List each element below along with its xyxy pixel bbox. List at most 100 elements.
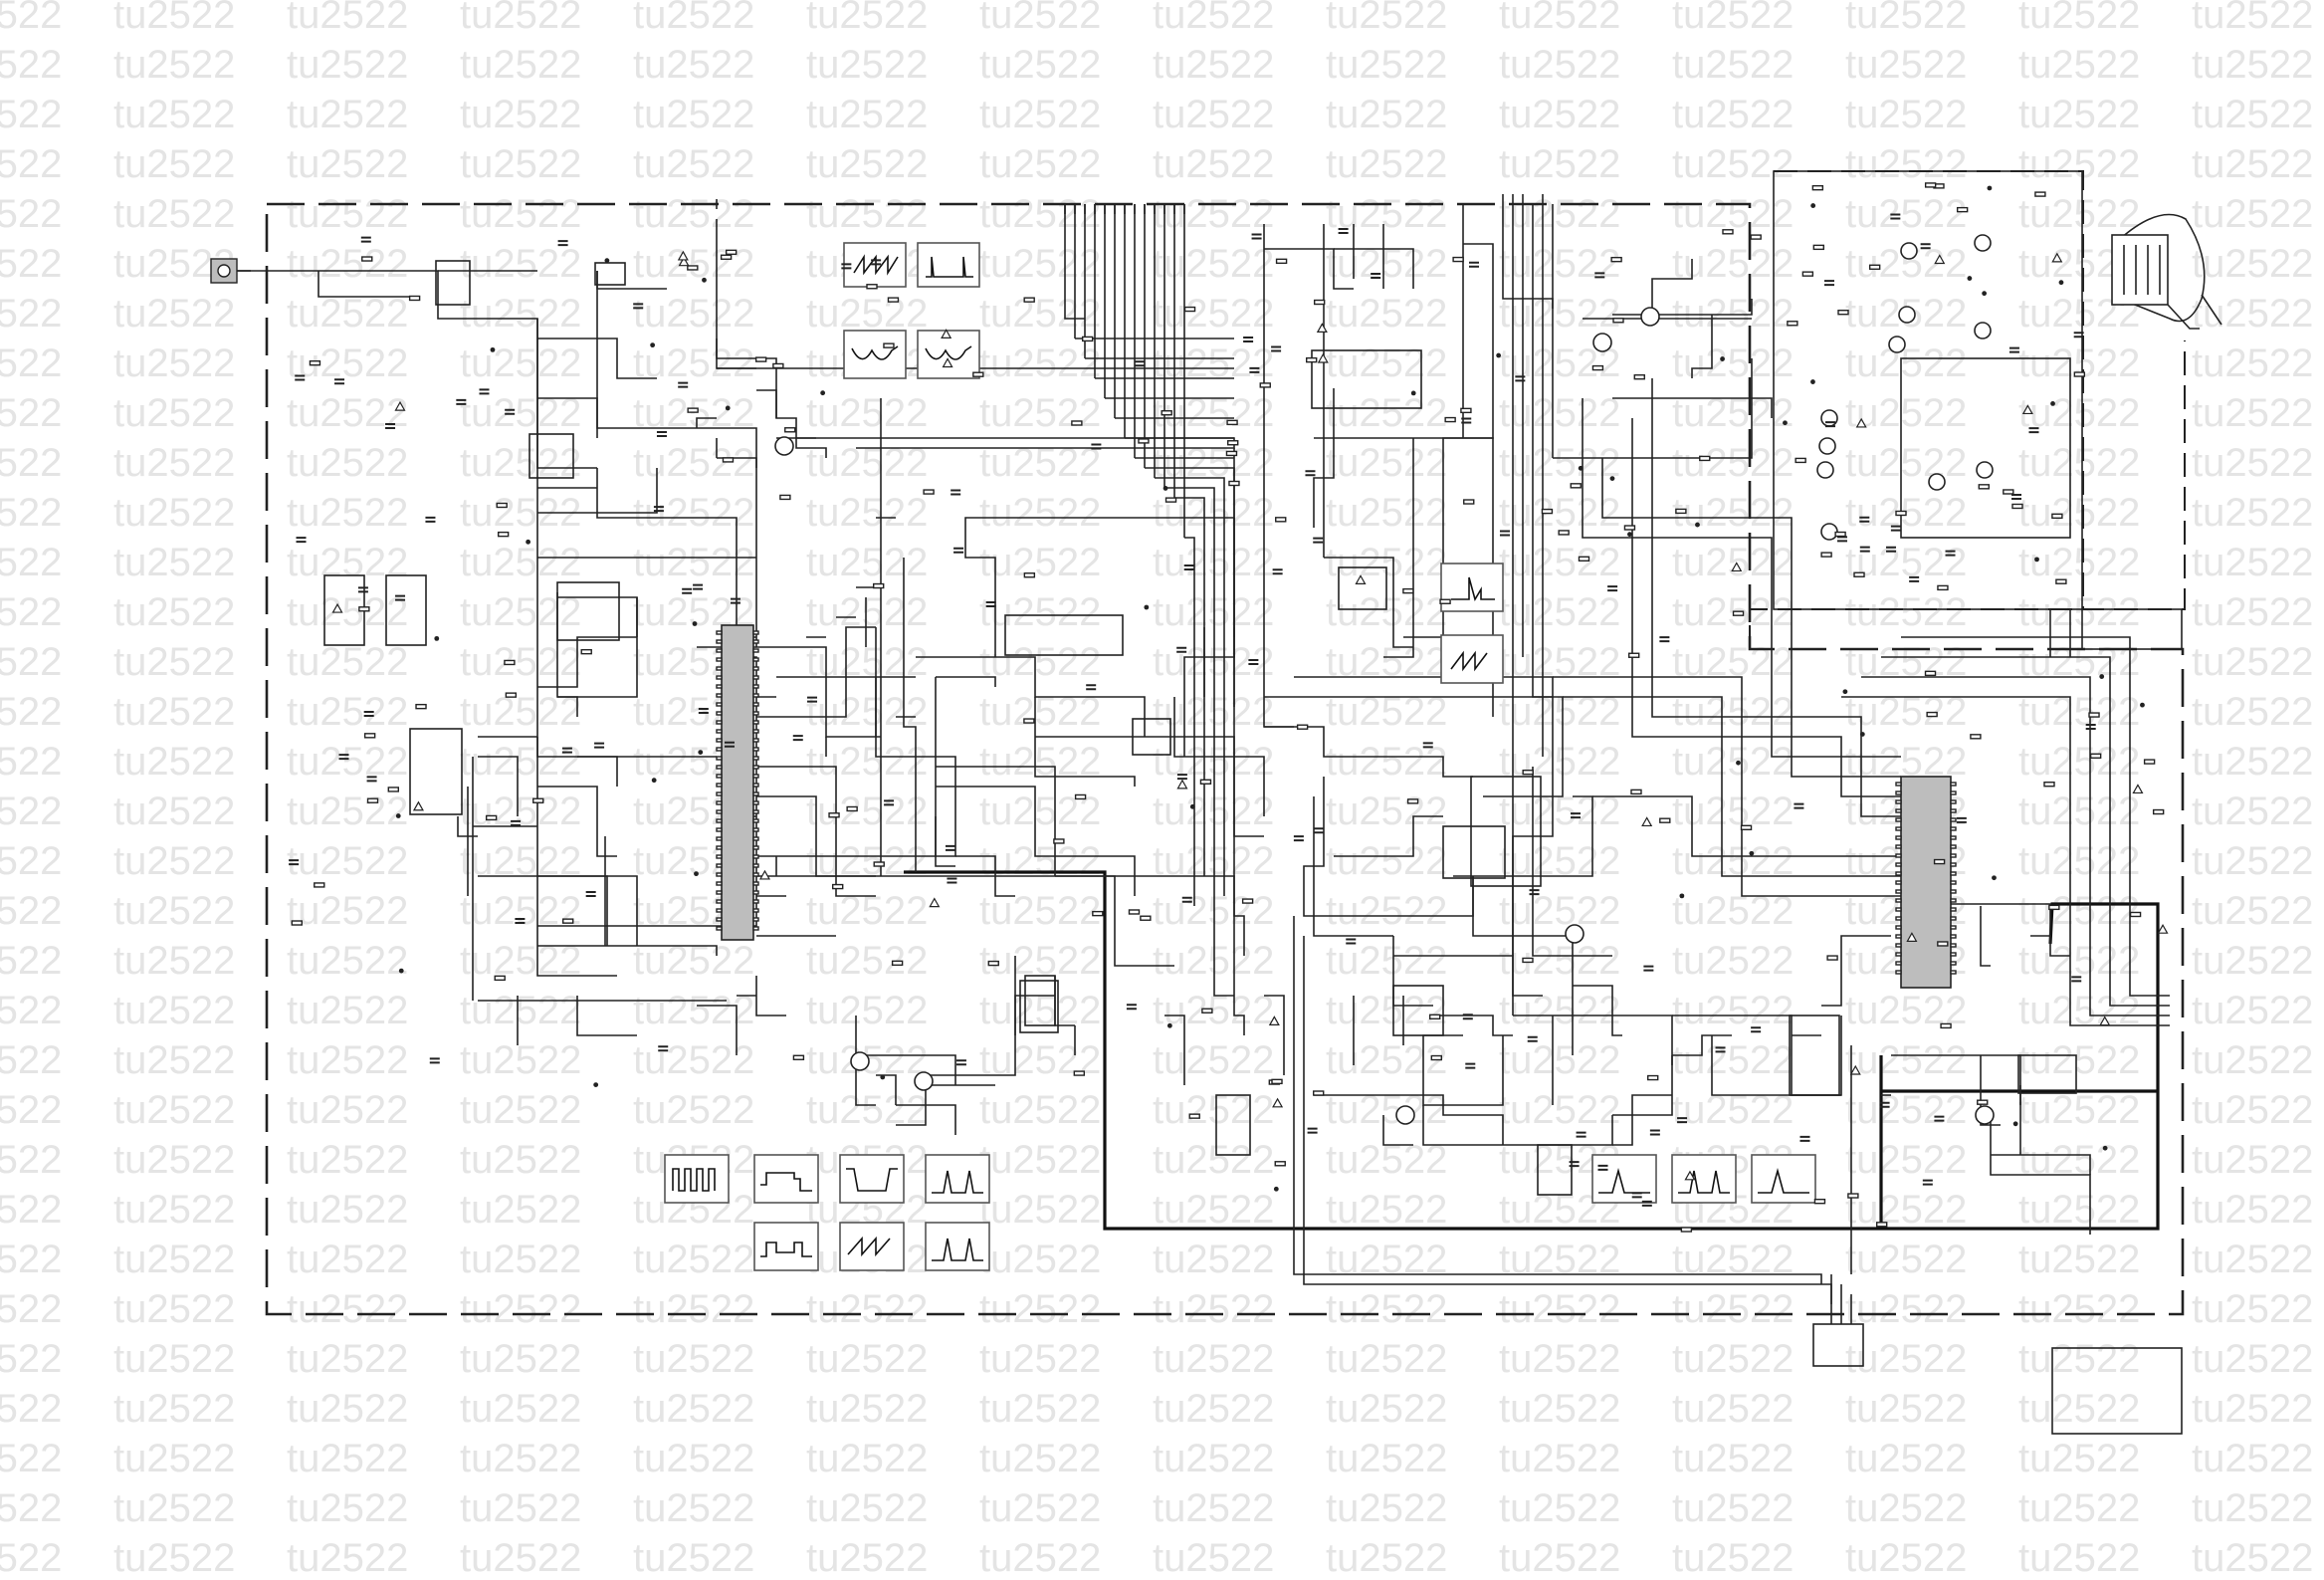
ic-pin bbox=[716, 666, 723, 671]
watermark-text: tu2522 bbox=[2192, 1387, 2313, 1431]
watermark-text: tu2522 bbox=[1153, 989, 1274, 1032]
watermark-text: tu2522 bbox=[1845, 1138, 1967, 1182]
watermark-text: tu2522 bbox=[806, 192, 928, 236]
watermark-text: tu2522 bbox=[287, 1437, 408, 1480]
ic-pin bbox=[1950, 907, 1957, 912]
watermark-text: tu2522 bbox=[460, 93, 581, 136]
watermark-text: tu2522 bbox=[1845, 1337, 1967, 1381]
watermark-text: tu2522 bbox=[2018, 142, 2140, 186]
capacitor-icon bbox=[1824, 280, 1834, 287]
resistor-icon bbox=[1732, 610, 1745, 616]
ic-small-right bbox=[2081, 608, 2183, 650]
watermark-text: tu2522 bbox=[806, 939, 928, 983]
watermark-text: tu2522 bbox=[1153, 1038, 1274, 1082]
ic-jungle bbox=[1470, 776, 1542, 887]
ic-pin bbox=[716, 765, 723, 770]
watermark-text: tu2522 bbox=[1326, 1287, 1447, 1331]
ic-pin bbox=[752, 657, 759, 662]
watermark-text: tu2522 bbox=[0, 839, 62, 883]
resistor-icon bbox=[2089, 753, 2102, 759]
resistor-icon bbox=[891, 960, 904, 967]
resistor-icon bbox=[1847, 1193, 1859, 1199]
resistor-icon bbox=[1633, 374, 1645, 380]
capacitor-icon bbox=[1307, 1127, 1318, 1134]
watermark-text: tu2522 bbox=[979, 1188, 1101, 1232]
watermark-text: tu2522 bbox=[1326, 391, 1447, 435]
capacitor-icon bbox=[1751, 1026, 1762, 1033]
resistor-icon bbox=[1558, 530, 1570, 536]
resistor-icon bbox=[1313, 299, 1326, 306]
watermark-text: tu2522 bbox=[1845, 93, 1967, 136]
watermark-text: tu2522 bbox=[2192, 590, 2313, 634]
resistor-icon bbox=[923, 489, 935, 495]
watermark-text: tu2522 bbox=[1326, 1188, 1447, 1232]
ic-pin bbox=[716, 702, 723, 707]
ic-pin bbox=[1950, 925, 1957, 930]
ic-pin bbox=[752, 783, 759, 788]
watermark-text: tu2522 bbox=[287, 640, 408, 684]
capacitor-icon bbox=[1649, 1129, 1660, 1136]
watermark-text: tu2522 bbox=[113, 1387, 235, 1431]
transistor-icon bbox=[1888, 336, 1906, 353]
capacitor-icon bbox=[1251, 233, 1262, 240]
watermark-text: tu2522 bbox=[113, 740, 235, 784]
watermark-text: tu2522 bbox=[633, 1088, 754, 1132]
watermark-text: tu2522 bbox=[2018, 93, 2140, 136]
capacitor-icon bbox=[633, 303, 644, 310]
junction-dot bbox=[2058, 280, 2064, 286]
resistor-icon bbox=[1199, 779, 1212, 785]
watermark-text: tu2522 bbox=[979, 192, 1101, 236]
ic-pin bbox=[752, 881, 759, 886]
watermark-text: tu2522 bbox=[2192, 491, 2313, 535]
capacitor-icon bbox=[1465, 1062, 1476, 1069]
watermark-text: tu2522 bbox=[0, 1486, 62, 1530]
resistor-icon bbox=[1522, 957, 1534, 964]
capacitor-icon bbox=[479, 388, 490, 395]
resistor-icon bbox=[1853, 571, 1865, 577]
watermark-text: tu2522 bbox=[2018, 740, 2140, 784]
resistor-icon bbox=[1926, 711, 1938, 718]
diode-icon bbox=[2157, 923, 2169, 934]
watermark-text: tu2522 bbox=[0, 192, 62, 236]
capacitor-icon bbox=[1859, 516, 1870, 523]
resistor-icon bbox=[1610, 256, 1622, 263]
watermark-text: tu2522 bbox=[2018, 1337, 2140, 1381]
watermark-text: tu2522 bbox=[2192, 690, 2313, 734]
watermark-text: tu2522 bbox=[1153, 43, 1274, 87]
junction-dot bbox=[2102, 1145, 2108, 1151]
capacitor-icon bbox=[807, 696, 818, 703]
resistor-icon bbox=[1813, 1198, 1826, 1205]
junction-dot bbox=[1166, 1022, 1172, 1028]
junction-dot bbox=[1736, 760, 1741, 766]
junction-dot bbox=[1810, 379, 1815, 384]
watermark-text: tu2522 bbox=[287, 740, 408, 784]
watermark-text: tu2522 bbox=[1153, 939, 1274, 983]
diode-icon bbox=[1268, 1016, 1280, 1025]
watermark-text: tu2522 bbox=[113, 93, 235, 136]
watermark-text: tu2522 bbox=[113, 441, 235, 485]
resistor-icon bbox=[309, 359, 321, 366]
watermark-text: tu2522 bbox=[113, 590, 235, 634]
resistor-icon bbox=[1937, 584, 1949, 591]
watermark-text: tu2522 bbox=[2018, 790, 2140, 833]
watermark-text: tu2522 bbox=[287, 590, 408, 634]
watermark-text: tu2522 bbox=[806, 790, 928, 833]
watermark-text: tu2522 bbox=[0, 1387, 62, 1431]
ic-mid-connectors bbox=[1215, 1094, 1251, 1156]
watermark-text: tu2522 bbox=[0, 93, 62, 136]
capacitor-icon bbox=[1091, 443, 1102, 450]
scope-peak bbox=[925, 1154, 990, 1204]
junction-dot bbox=[604, 258, 610, 264]
watermark-text: tu2522 bbox=[287, 1536, 408, 1580]
junction-dot bbox=[1842, 689, 1848, 695]
watermark-text: tu2522 bbox=[460, 43, 581, 87]
junction-dot bbox=[1967, 276, 1973, 281]
junction-dot bbox=[1720, 356, 1725, 361]
ic-pin bbox=[752, 639, 759, 644]
scope-peak bbox=[1751, 1154, 1816, 1204]
resistor-icon bbox=[1296, 724, 1309, 730]
capacitor-icon bbox=[1527, 1035, 1538, 1042]
watermark-text: tu2522 bbox=[2018, 43, 2140, 87]
capacitor-icon bbox=[1499, 530, 1510, 537]
resistor-icon bbox=[832, 883, 844, 890]
